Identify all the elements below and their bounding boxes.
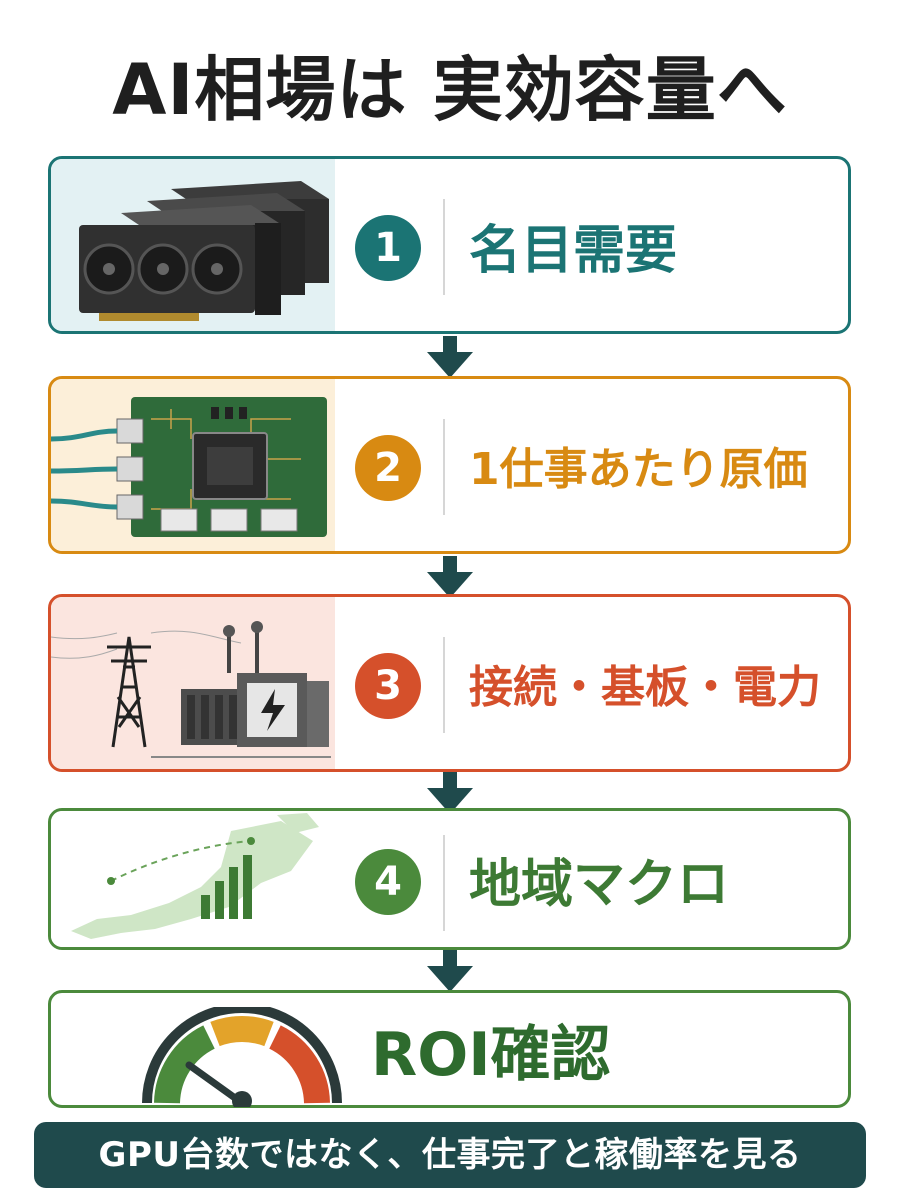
divider bbox=[443, 419, 445, 515]
step-card-3: 3 接続・基板・電力 bbox=[48, 594, 851, 772]
step-label: 地域マクロ bbox=[469, 854, 730, 915]
summary-banner: GPU台数ではなく、仕事完了と稼働率を見る bbox=[34, 1122, 866, 1188]
step-number-badge: 3 bbox=[355, 653, 421, 719]
step-card-4: 4 地域マクロ bbox=[48, 808, 851, 950]
down-arrow-icon bbox=[427, 772, 473, 814]
down-arrow-icon bbox=[427, 556, 473, 598]
divider bbox=[443, 637, 445, 733]
down-arrow-icon bbox=[427, 950, 473, 992]
result-label: ROI確認 bbox=[371, 1019, 611, 1090]
circuit-board-illustration bbox=[51, 379, 335, 551]
divider bbox=[443, 835, 445, 931]
power-grid-illustration bbox=[51, 597, 335, 769]
divider bbox=[443, 199, 445, 295]
result-card: ROI確認 bbox=[48, 990, 851, 1108]
step-card-1: 1 名目需要 bbox=[48, 156, 851, 334]
gauge-icon bbox=[142, 1007, 342, 1107]
step-label: 接続・基板・電力 bbox=[469, 662, 821, 713]
step-label: 1仕事あたり原価 bbox=[469, 444, 808, 495]
step-card-2: 2 1仕事あたり原価 bbox=[48, 376, 851, 554]
step-number-badge: 2 bbox=[355, 435, 421, 501]
step-number-badge: 4 bbox=[355, 849, 421, 915]
step-label: 名目需要 bbox=[469, 220, 678, 281]
step-number-badge: 1 bbox=[355, 215, 421, 281]
page-title: AI相場は 実効容量へ bbox=[112, 49, 788, 131]
gpu-cards-illustration bbox=[51, 159, 335, 331]
japan-map-illustration bbox=[51, 811, 335, 947]
down-arrow-icon bbox=[427, 336, 473, 378]
